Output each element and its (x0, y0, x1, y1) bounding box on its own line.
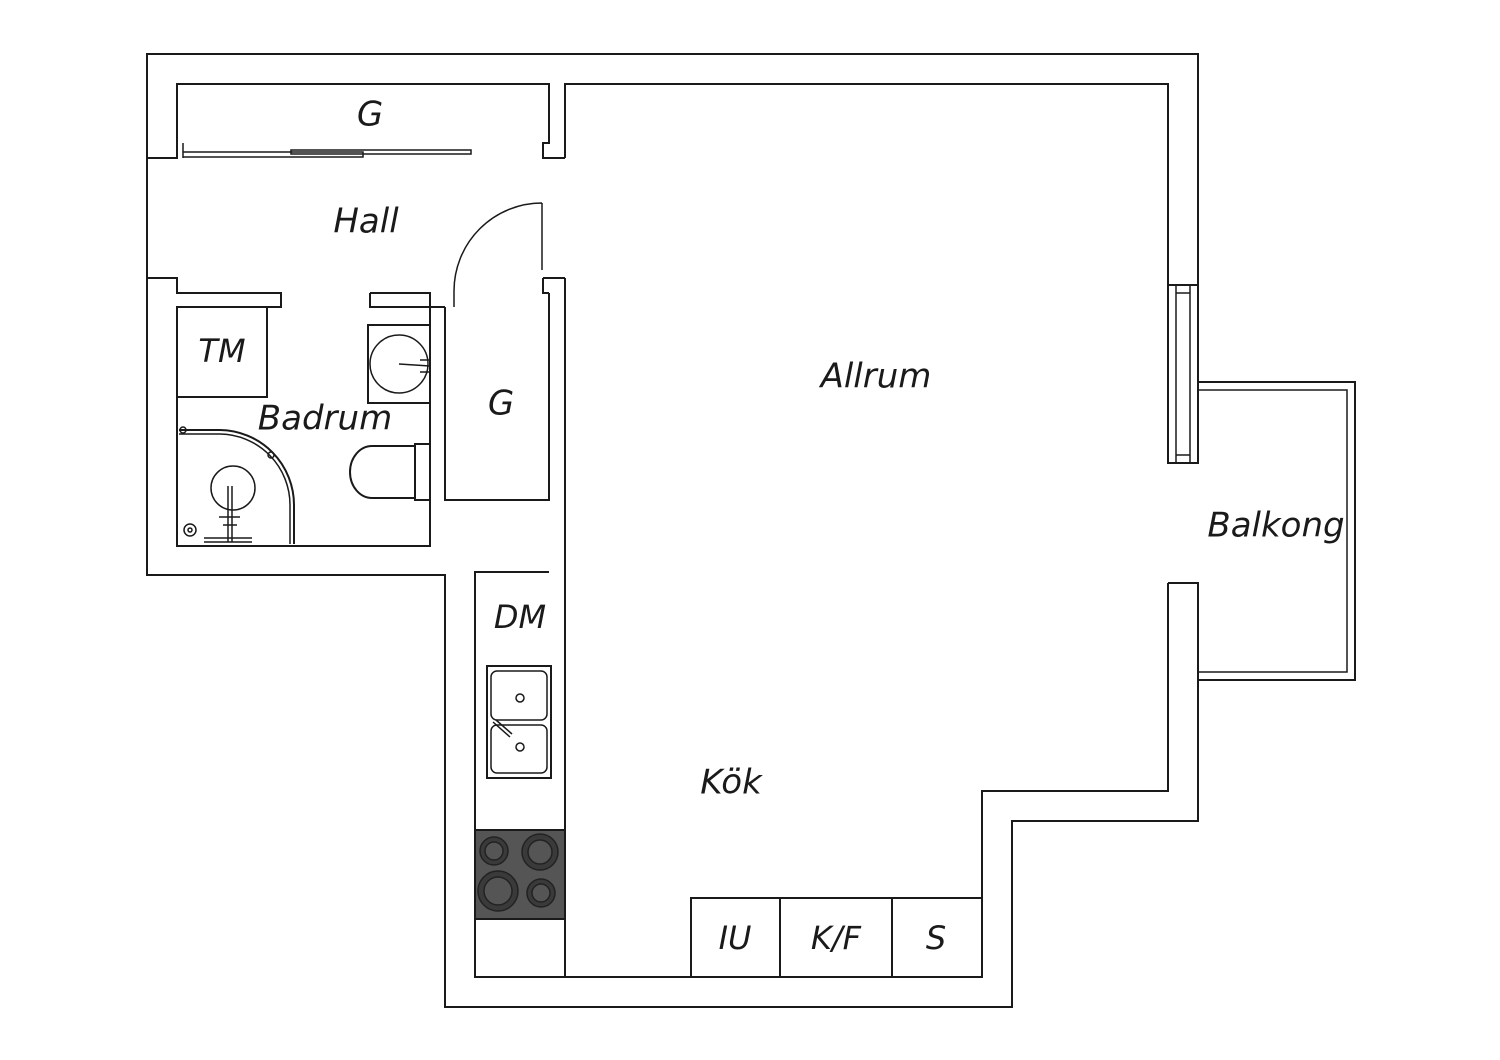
window-pane (1175, 285, 1191, 463)
iu-cabinet (690, 897, 781, 978)
kitchen-tap-icon (492, 719, 513, 738)
wardrobe-top-outline (147, 83, 565, 159)
shower-knob-icon-2 (267, 451, 275, 459)
wardrobe-top-label: G (357, 95, 383, 135)
burner-icon-4-inner (531, 883, 551, 903)
dm-label: DM (494, 598, 546, 636)
shower-valve-icon (183, 523, 197, 537)
balcony-outline (1198, 381, 1356, 681)
kitchen-drain-icon-1 (515, 693, 525, 703)
shower-screen (179, 429, 295, 544)
room-label-balkong: Balkong (1207, 506, 1344, 546)
kitchen-drain-icon-2 (515, 742, 525, 752)
room-label-kok: Kök (700, 763, 763, 803)
tm-label: TM (198, 332, 245, 370)
room-label-allrum: Allrum (819, 357, 932, 397)
room-label-hall: Hall (333, 202, 399, 242)
wardrobe-hall-outline (444, 293, 550, 501)
window (1167, 284, 1199, 464)
room-label-badrum: Badrum (258, 399, 392, 439)
tm-box (176, 306, 268, 398)
wardrobe-hall-label: G (488, 384, 514, 424)
kf-cabinet (779, 897, 893, 978)
shower-valve-dot-icon (187, 527, 193, 533)
burner-icon-3-inner (483, 876, 513, 906)
iu-label: IU (719, 919, 752, 957)
shower-screen-inner (179, 433, 291, 544)
toilet-icon (349, 445, 416, 499)
balcony-door-wall (1168, 462, 1198, 584)
burner-icon-1-inner (484, 841, 504, 861)
burner-icon-2-inner (527, 839, 553, 865)
hall-door (453, 202, 543, 307)
sink-tap-icon (398, 359, 431, 373)
balcony-door-gap (1167, 464, 1199, 582)
toilet-tank (414, 443, 431, 501)
stove-burners (477, 833, 559, 912)
s-cabinet (891, 897, 983, 978)
inner-wall-allrum (564, 83, 1169, 463)
balcony-railing (1198, 389, 1348, 673)
shower-knob-icon (179, 426, 187, 434)
wardrobe-top-doors (182, 143, 472, 158)
hall-door-jamb (542, 277, 565, 294)
kf-label: K/F (811, 919, 862, 957)
sink-icon (369, 334, 429, 394)
bath-wall-mid (369, 293, 445, 308)
kitchen-sink-basin-2 (490, 724, 548, 774)
outer-wall (146, 53, 1199, 1008)
shower-head-icon (204, 486, 252, 543)
kitchen-sink-frame (486, 665, 552, 779)
kitchen-sink-basin-1 (490, 670, 548, 721)
shower-drain-icon (210, 465, 256, 511)
s-label: S (926, 919, 946, 957)
